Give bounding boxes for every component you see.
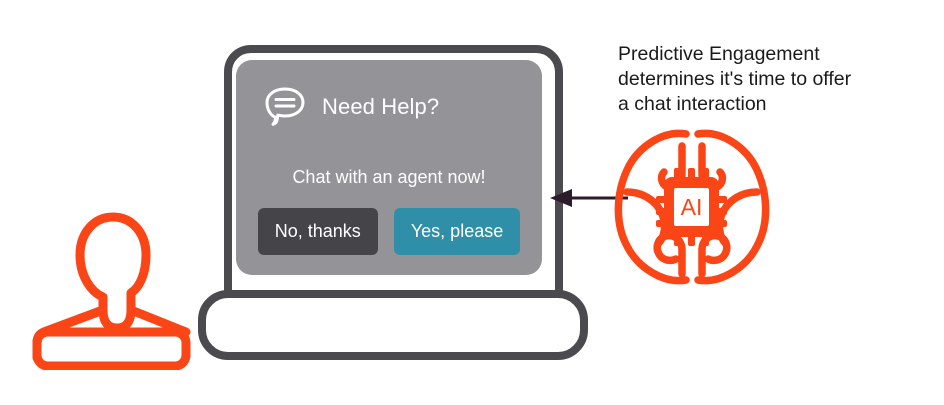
annotation-line-3: a chat interaction: [618, 93, 767, 115]
decline-chat-button[interactable]: No, thanks: [257, 208, 378, 255]
annotation-line-2: determines it's time to offer: [618, 68, 852, 90]
chat-widget-header: Need Help?: [262, 84, 516, 130]
chat-widget: Need Help? Chat with an agent now! No, t…: [236, 60, 542, 275]
ai-chip-label: AI: [681, 194, 703, 220]
annotation-text: Predictive Engagement determines it's ti…: [618, 42, 918, 117]
chat-widget-prompt: Chat with an agent now!: [292, 167, 486, 187]
chat-widget-title: Need Help?: [322, 94, 440, 119]
chat-widget-actions: No, thanks Yes, please: [257, 208, 521, 255]
ai-chip-icon: AI: [656, 168, 727, 246]
laptop-base: [198, 290, 588, 360]
annotation-line-1: Predictive Engagement: [618, 43, 820, 65]
brain-ai-icon: AI: [614, 129, 770, 285]
person-icon: [32, 212, 191, 370]
chat-bubble-icon: [265, 87, 305, 126]
laptop-lid-outline: [224, 45, 563, 300]
accept-chat-button[interactable]: Yes, please: [393, 208, 521, 255]
